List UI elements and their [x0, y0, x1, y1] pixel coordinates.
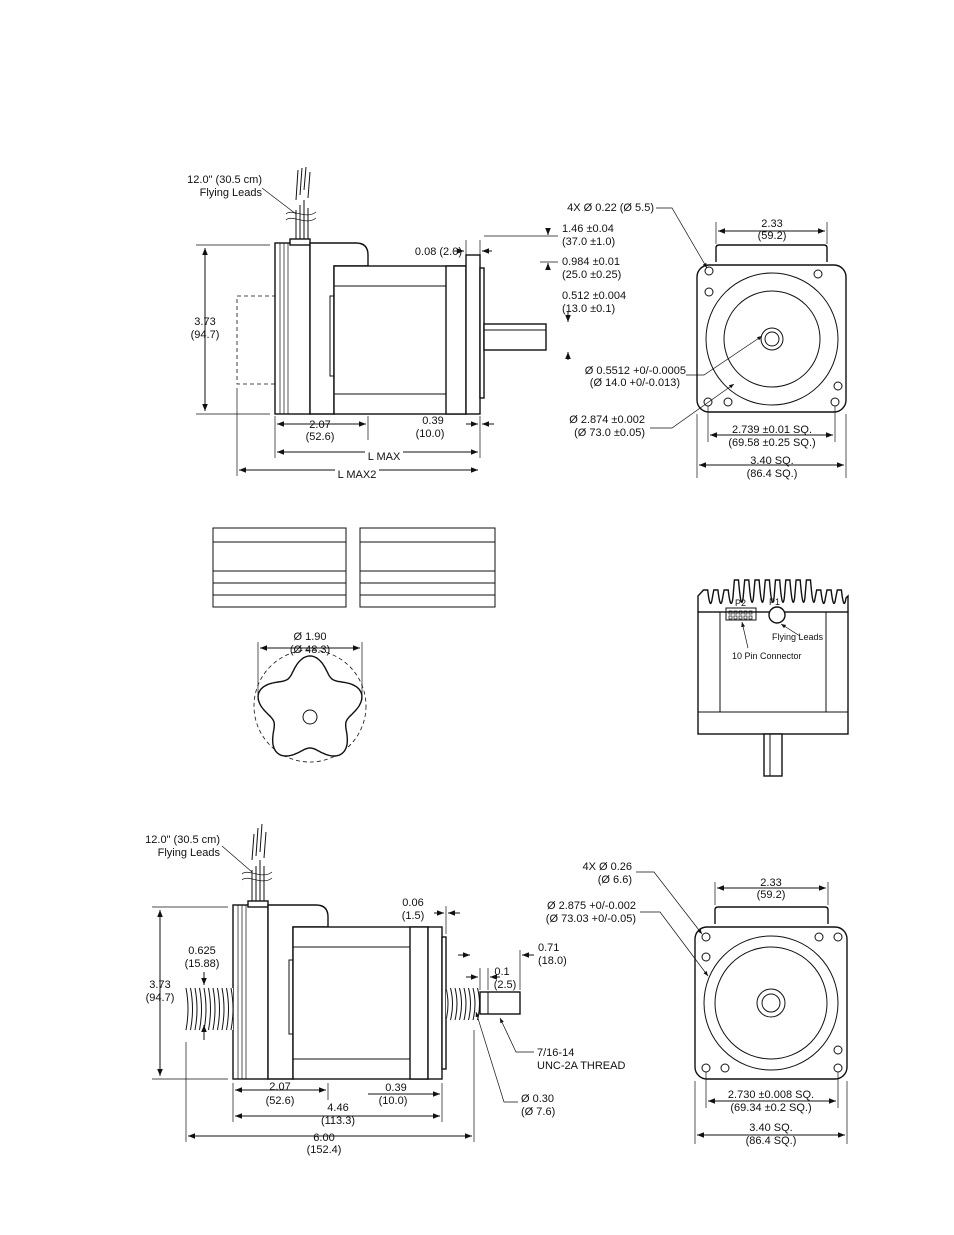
- bottom-leads-label-2: Flying Leads: [158, 847, 221, 859]
- bottom-height-2: (94.7): [146, 992, 175, 1004]
- top-flat-len-1: 0.512 ±0.004: [562, 290, 626, 302]
- thread-turn: [221, 987, 225, 1031]
- thread-turn: [194, 987, 198, 1031]
- bottom-height-1: 3.73: [149, 979, 170, 991]
- top-leads-label-2: Flying Leads: [200, 187, 263, 199]
- thread-turn: [185, 987, 189, 1031]
- top-body-len-1: 2.07: [309, 419, 330, 431]
- top-body-len-2: (52.6): [306, 431, 335, 443]
- rear-p2: P2: [735, 598, 746, 608]
- knob-dia-2: (Ø 48.3): [290, 644, 330, 656]
- connector-pins: [728, 610, 753, 620]
- bottom-pilot-gap-1: 0.06: [402, 897, 423, 909]
- top-height-2: (94.7): [191, 329, 220, 341]
- bottom-side-view: 12.0" (30.5 cm) Flying Leads 3.73 (94.7)…: [145, 823, 625, 1156]
- rear-lead-screw: [185, 987, 234, 1031]
- thread-turn: [454, 987, 458, 1021]
- thread-turn: [463, 987, 467, 1021]
- knob-view: Ø 1.90 (Ø 48.3): [253, 631, 367, 763]
- top-front-view: 4X Ø 0.22 (Ø 5.5) 2.33 (59.2) Ø 0.5512 +…: [567, 202, 847, 480]
- bottom-screw-dia-2: (15.88): [185, 958, 220, 970]
- front-lead-screw: [445, 987, 480, 1021]
- top-pilot-gap: 0.08 (2.0): [415, 246, 462, 258]
- bottom-total-body-2: (113.3): [321, 1115, 355, 1127]
- rear-flying-leads: Flying Leads: [772, 632, 824, 642]
- thread-turn: [208, 987, 211, 1031]
- thread-turn: [445, 987, 449, 1021]
- top-boss-1: 2.33: [761, 218, 782, 230]
- top-shaft-dia-1: Ø 0.5512 +0/-0.0005: [585, 365, 686, 377]
- bottom-boss-2: (59.2): [757, 889, 786, 901]
- bottom-pilot-dia-1: Ø 2.875 +0/-0.002: [547, 900, 636, 912]
- bottom-front-view: 4X Ø 0.26 (Ø 6.6) Ø 2.875 +0/-0.002 (Ø 7…: [546, 861, 848, 1147]
- rear-view: P2 P1 Flying Leads 10 Pin Connector: [697, 579, 849, 777]
- top-shaft-len2-2: (25.0 ±0.25): [562, 269, 621, 281]
- thread-turn: [199, 987, 202, 1031]
- top-side-view: 12.0" (30.5 cm) Flying Leads 3.73 (94.7)…: [187, 166, 626, 481]
- bottom-thread-1: 7/16-14: [537, 1047, 574, 1059]
- top-bolt-sq-2: (69.58 ±0.25 SQ.): [728, 437, 815, 449]
- bottom-total-1: 6.00: [313, 1132, 334, 1144]
- bottom-flange-1: 0.39: [385, 1082, 406, 1094]
- thread-turn: [217, 987, 220, 1031]
- thread-turn: [226, 987, 229, 1031]
- thread-turn: [472, 987, 476, 1021]
- top-lmax: L MAX: [368, 451, 401, 463]
- bottom-boss-1: 2.33: [760, 877, 781, 889]
- thread-turn: [468, 987, 471, 1021]
- top-face-sq-2: (86.4 SQ.): [747, 468, 798, 480]
- bottom-holes-1: 4X Ø 0.26: [582, 861, 632, 873]
- top-pilot-dia-2: (Ø 73.0 ±0.05): [574, 427, 645, 439]
- bottom-body-len-1: 2.07: [269, 1081, 290, 1093]
- bottom-pilot-dia-2: (Ø 73.03 +0/-0.05): [546, 913, 636, 925]
- top-flange-1: 0.39: [422, 415, 443, 427]
- bottom-pilot-gap-2: (1.5): [402, 910, 425, 922]
- bottom-step-2: (2.5): [494, 979, 517, 991]
- thread-turn: [212, 987, 216, 1031]
- top-height-1: 3.73: [194, 316, 215, 328]
- bottom-thread-2: UNC-2A THREAD: [537, 1060, 625, 1072]
- top-shaft-dia-2: (Ø 14.0 +0/-0.013): [590, 377, 680, 389]
- spec-tables: [212, 527, 496, 608]
- bottom-face-sq-2: (86.4 SQ.): [746, 1135, 797, 1147]
- thread-turn: [230, 987, 234, 1031]
- bottom-total-body-1: 4.46: [327, 1102, 348, 1114]
- top-face-sq-1: 3.40 SQ.: [750, 455, 793, 467]
- top-holes: 4X Ø 0.22 (Ø 5.5): [567, 202, 654, 214]
- bottom-leads-label-1: 12.0" (30.5 cm): [145, 834, 220, 846]
- knob-dia-1: Ø 1.90: [293, 631, 326, 643]
- bottom-step-1: 0.1: [494, 966, 509, 978]
- thread-turn: [459, 987, 462, 1021]
- bottom-holes-2: (Ø 6.6): [598, 874, 632, 886]
- bottom-body-len-2: (52.6): [266, 1095, 295, 1107]
- top-flange-2: (10.0): [416, 428, 445, 440]
- bottom-bolt-sq-2: (69.34 ±0.2 SQ.): [730, 1102, 811, 1114]
- bottom-shaft-ext-1: 0.71: [538, 942, 559, 954]
- bottom-shaft-dia-1: Ø 0.30: [521, 1093, 554, 1105]
- bottom-shaft-dia-2: (Ø 7.6): [521, 1106, 555, 1118]
- top-shaft-len-2: (37.0 ±1.0): [562, 236, 615, 248]
- top-bolt-sq-1: 2.739 ±0.01 SQ.: [732, 424, 812, 436]
- bottom-face-sq-1: 3.40 SQ.: [749, 1122, 792, 1134]
- thread-turn: [190, 987, 193, 1031]
- rear-p1: P1: [769, 597, 780, 607]
- top-shaft-len2-1: 0.984 ±0.01: [562, 256, 620, 268]
- rear-connector: 10 Pin Connector: [732, 651, 802, 661]
- top-lmax2: L MAX2: [338, 469, 377, 481]
- bottom-total-2: (152.4): [307, 1144, 342, 1156]
- top-boss-2: (59.2): [758, 230, 787, 242]
- top-flat-len-2: (13.0 ±0.1): [562, 303, 615, 315]
- top-leads-label-1: 12.0" (30.5 cm): [187, 174, 262, 186]
- bottom-flange-2: (10.0): [379, 1095, 408, 1107]
- bottom-screw-dia-1: 0.625: [188, 945, 216, 957]
- thread-turn: [450, 987, 453, 1021]
- bottom-shaft-ext-2: (18.0): [538, 955, 567, 967]
- top-pilot-dia-1: Ø 2.874 ±0.002: [569, 414, 645, 426]
- top-shaft-len-1: 1.46 ±0.04: [562, 223, 614, 235]
- bottom-bolt-sq-1: 2.730 ±0.008 SQ.: [728, 1089, 814, 1101]
